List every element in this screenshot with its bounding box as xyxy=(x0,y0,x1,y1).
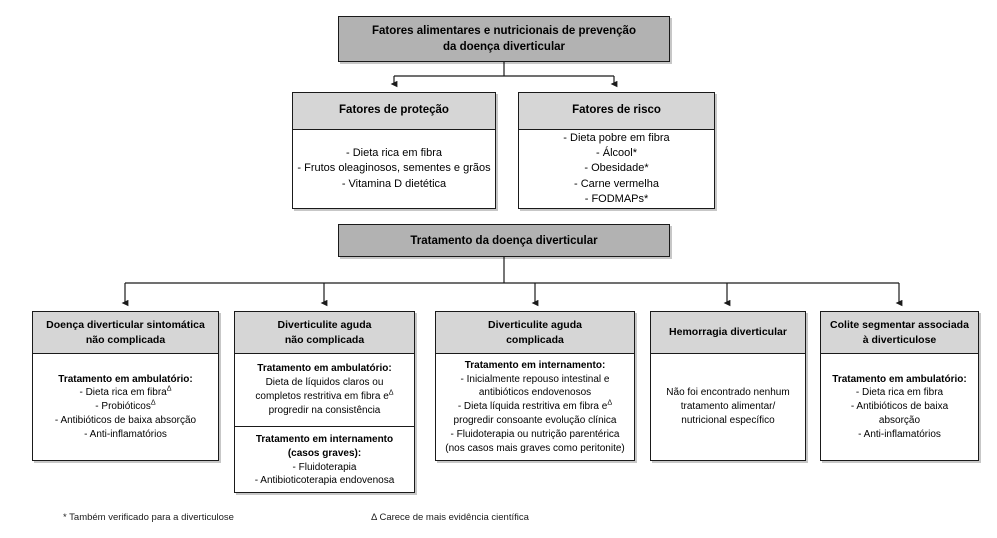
node-risk-factors-body: - Dieta pobre em fibra - Álcool* - Obesi… xyxy=(519,130,714,208)
title-line-1: Diverticulite aguda xyxy=(488,318,582,331)
list-item: - Vitamina D dietética xyxy=(341,177,447,190)
list-item: - FODMAPs* xyxy=(584,192,649,205)
list-item: nutricional específico xyxy=(681,414,775,426)
root-node-prevention-factors[interactable]: Fatores alimentares e nutricionais de pr… xyxy=(338,16,670,62)
footnote-marker: Δ xyxy=(166,383,172,393)
title-line-2: não complicada xyxy=(284,333,365,346)
footnote-delta: Δ Carece de mais evidência científica xyxy=(371,512,529,523)
node-segmental-colitis-body: Tratamento em ambulatório: - Dieta rica … xyxy=(821,354,978,460)
node-acute-uncomplicated-title: Diverticulite aguda não complicada xyxy=(235,312,414,354)
node-acute-complicated-title: Diverticulite aguda complicada xyxy=(436,312,634,354)
root-title-line-2: da doença diverticular xyxy=(442,40,566,53)
node-diverticular-hemorrhage[interactable]: Hemorragia diverticular Não foi encontra… xyxy=(650,311,806,461)
section-heading: Tratamento em ambulatório: xyxy=(58,373,193,385)
footnote-marker: Δ xyxy=(607,397,613,407)
list-item: - Fluidoterapia xyxy=(292,461,357,473)
node-segmental-colitis-title: Colite segmentar associada à diverticulo… xyxy=(821,312,978,354)
node-segmental-colitis[interactable]: Colite segmentar associada à diverticulo… xyxy=(820,311,979,461)
node-diverticular-hemorrhage-title: Hemorragia diverticular xyxy=(651,312,805,354)
list-item: tratamento alimentar/ xyxy=(680,401,776,413)
title-line-1: Diverticulite aguda xyxy=(277,318,372,331)
section-heading: Tratamento em ambulatório: xyxy=(832,373,967,385)
list-item: (nos casos mais graves como peritonite) xyxy=(445,442,625,454)
section-heading: Tratamento em internamento: xyxy=(464,359,606,371)
list-item: - Obesidade* xyxy=(584,162,649,175)
list-item: - Anti-inflamatórios xyxy=(858,428,941,440)
list-item: - Frutos oleaginosos, sementes e grãos xyxy=(297,162,491,175)
list-item: - Dieta líquida restritiva em fibra eΔ xyxy=(457,397,613,413)
node-acute-uncomplicated-section-inpatient: Tratamento em internamento (casos graves… xyxy=(235,426,414,494)
list-item: - Fluidoterapia ou nutrição parentérica xyxy=(450,428,620,440)
node-acute-uncomplicated-section-ambulatory: Tratamento em ambulatório: Dieta de líqu… xyxy=(235,354,414,426)
node-diverticular-hemorrhage-body: Não foi encontrado nenhum tratamento ali… xyxy=(651,354,805,460)
list-item: absorção xyxy=(878,414,921,426)
list-item: antibióticos endovenosos xyxy=(478,387,592,399)
node-symptomatic-uncomplicated-title: Doença diverticular sintomática não comp… xyxy=(33,312,218,354)
node-protective-factors[interactable]: Fatores de proteção - Dieta rica em fibr… xyxy=(292,92,496,209)
list-item: progredir na consistência xyxy=(268,404,381,416)
list-item: - Inicialmente repouso intestinal e xyxy=(460,373,610,385)
node-acute-uncomplicated[interactable]: Diverticulite aguda não complicada Trata… xyxy=(234,311,415,493)
title-line-1: Colite segmentar associada xyxy=(830,318,969,331)
title-line-2: não complicada xyxy=(85,333,166,346)
list-item: - Dieta rica em fibra xyxy=(346,147,442,160)
list-item: progredir consoante evolução clínica xyxy=(453,414,617,426)
list-item: - Antibioticoterapia endovenosa xyxy=(254,475,395,487)
list-item: - Antibióticos de baixa xyxy=(850,401,949,413)
root-node-title: Fatores alimentares e nutricionais de pr… xyxy=(339,17,669,62)
node-acute-complicated-body: Tratamento em internamento: - Inicialmen… xyxy=(436,354,634,460)
title-line-1: Doença diverticular sintomática xyxy=(46,318,205,331)
node-treatment-root-title: Tratamento da doença diverticular xyxy=(410,235,598,247)
node-symptomatic-uncomplicated[interactable]: Doença diverticular sintomática não comp… xyxy=(32,311,219,461)
list-item: - Dieta rica em fibraΔ xyxy=(79,383,172,399)
list-item: Não foi encontrado nenhum xyxy=(666,387,790,399)
node-protective-factors-body: - Dieta rica em fibra - Frutos oleaginos… xyxy=(293,130,495,208)
title-line-1: Hemorragia diverticular xyxy=(669,326,787,339)
node-risk-factors[interactable]: Fatores de risco - Dieta pobre em fibra … xyxy=(518,92,715,209)
list-item: - Dieta rica em fibra xyxy=(855,387,944,399)
section-heading: Tratamento em internamento xyxy=(255,433,394,445)
list-item: - Álcool* xyxy=(596,147,637,160)
section-heading-2: (casos graves): xyxy=(287,447,362,459)
footnote-marker: Δ xyxy=(388,387,394,397)
list-item: - Carne vermelha xyxy=(574,177,659,190)
root-title-line-1: Fatores alimentares e nutricionais de pr… xyxy=(372,25,636,37)
list-item: Dieta de líquidos claros ou xyxy=(265,377,384,389)
title-line-2: à diverticulose xyxy=(862,333,937,346)
footnote-marker: Δ xyxy=(150,397,156,407)
node-treatment-root[interactable]: Tratamento da doença diverticular xyxy=(338,224,670,257)
list-item: - Antibióticos de baixa absorção xyxy=(54,414,197,426)
section-heading: Tratamento em ambulatório: xyxy=(257,363,392,375)
title-line-2: complicada xyxy=(506,333,564,346)
footnote-asterisk: * Também verificado para a diverticulose xyxy=(63,512,234,523)
node-symptomatic-uncomplicated-body: Tratamento em ambulatório: - Dieta rica … xyxy=(33,354,218,460)
list-item: - ProbióticosΔ xyxy=(95,397,156,413)
list-item: - Anti-inflamatórios xyxy=(84,428,167,440)
list-item: - Dieta pobre em fibra xyxy=(563,132,670,145)
node-acute-complicated[interactable]: Diverticulite aguda complicada Tratament… xyxy=(435,311,635,461)
node-protective-factors-title: Fatores de proteção xyxy=(293,93,495,130)
list-item: completos restritiva em fibra eΔ xyxy=(255,387,394,402)
node-risk-factors-title: Fatores de risco xyxy=(519,93,714,130)
